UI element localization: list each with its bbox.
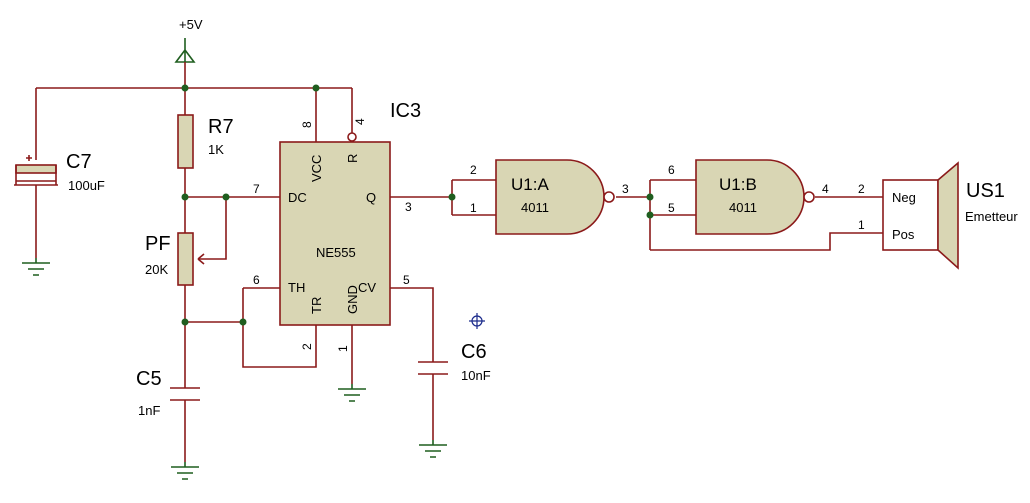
c5-ref: C5 [136, 368, 162, 390]
pin-th-label: TH [288, 280, 305, 295]
us1-ref: US1 [966, 180, 1005, 202]
nand-gate-u1b: U1:B 4011 6 5 4 [668, 159, 829, 235]
c7-value: 100uF [68, 178, 105, 193]
supply-label: +5V [179, 17, 203, 32]
supply-symbol: +5V [174, 17, 203, 63]
us1-value: Emetteur [965, 209, 1018, 224]
pf-value: 20K [145, 262, 168, 277]
u1a-pin-out: 3 [622, 182, 629, 196]
crosshair-icon [469, 313, 485, 329]
c5-value: 1nF [138, 403, 160, 418]
nand-gate-u1a: U1:A 4011 2 1 3 [470, 159, 629, 235]
pin-tr-label: TR [309, 297, 324, 314]
u1b-pin-in1: 6 [668, 163, 675, 177]
c6-value: 10nF [461, 368, 491, 383]
r7-ref: R7 [208, 116, 234, 138]
pin-5-number: 5 [403, 273, 410, 287]
ground-symbols [22, 258, 447, 480]
u1a-pin-in1: 2 [470, 163, 477, 177]
pin-3-number: 3 [405, 200, 412, 214]
potentiometer-pf: PF 20K [145, 232, 205, 286]
u1b-part: 4011 [729, 200, 757, 215]
junctions [181, 84, 654, 326]
resistor-r7: R7 1K [177, 114, 234, 169]
u1b-pin-out: 4 [822, 182, 829, 196]
us1-pin-pos-number: 1 [858, 218, 865, 232]
c7-ref: C7 [66, 151, 92, 173]
capacitor-c6: C6 10nF [418, 341, 491, 383]
pin-cv-label: CV [358, 280, 376, 295]
capacitor-c7: C7 100uF [14, 151, 105, 193]
us1-pin-neg-label: Neg [892, 190, 916, 205]
u1b-ref: U1:B [719, 175, 757, 194]
u1a-part: 4011 [521, 200, 549, 215]
capacitor-c5: C5 1nF [136, 368, 200, 418]
pin-8-number: 8 [300, 121, 314, 128]
u1a-pin-in2: 1 [470, 201, 477, 215]
transducer-us1: Neg Pos 2 1 US1 Emetteur [858, 161, 1018, 270]
us1-pin-neg-number: 2 [858, 182, 865, 196]
pin-7-number: 7 [253, 182, 260, 196]
pin-r-label: R [345, 154, 360, 163]
pin-dc-label: DC [288, 190, 307, 205]
r7-value: 1K [208, 142, 224, 157]
pin-2-number: 2 [300, 343, 314, 350]
ne555-timer: IC3 NE555 DC Q TH CV VCC R TR GND 8 4 7 … [253, 100, 421, 352]
pin-1-number: 1 [336, 345, 350, 352]
pin-q-label: Q [366, 190, 376, 205]
pin-4-number: 4 [353, 118, 367, 125]
wires [35, 62, 883, 462]
u1a-ref: U1:A [511, 175, 549, 194]
pin-vcc-label: VCC [309, 155, 324, 182]
ic3-part: NE555 [316, 245, 356, 260]
pf-ref: PF [145, 233, 171, 255]
us1-pin-pos-label: Pos [892, 227, 915, 242]
ic3-ref: IC3 [390, 100, 421, 122]
u1b-pin-in2: 5 [668, 201, 675, 215]
pin-6-number: 6 [253, 273, 260, 287]
pin-gnd-label: GND [345, 285, 360, 314]
c6-ref: C6 [461, 341, 487, 363]
